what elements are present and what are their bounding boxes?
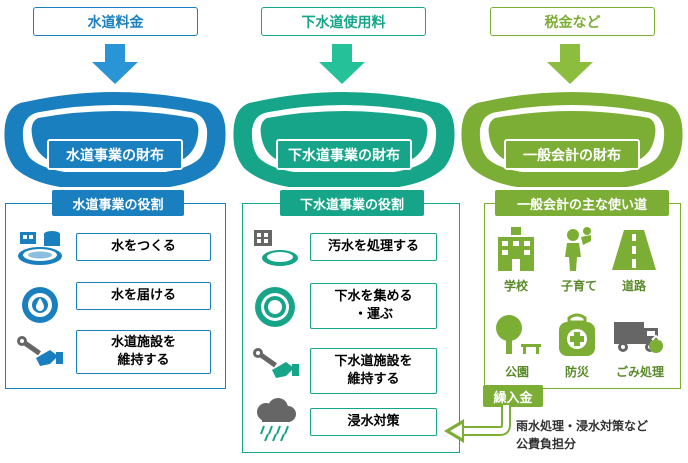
sewer-item-flood: 浸水対策 xyxy=(310,408,437,436)
school-icon xyxy=(498,227,534,271)
down-arrow-sewer xyxy=(319,44,365,84)
general-item-road: 道路 xyxy=(621,279,646,293)
general-item-childcare: 子育て xyxy=(560,279,597,293)
wallet-label-water: 水道事業の財布 xyxy=(47,139,183,170)
wallet-label-sewer: 下水道事業の財布 xyxy=(276,139,412,170)
general-role-title: 一般会計の主な使い道 xyxy=(495,190,669,216)
down-arrow-general xyxy=(547,44,593,84)
sewer-item-treat: 汚水を処理する xyxy=(310,233,437,261)
source-taxes: 税金など xyxy=(490,7,655,36)
sewer-item-collect: 下水を集める ・運ぶ xyxy=(310,283,437,329)
sewer-item-maintain: 下水道施設を 維持する xyxy=(310,348,437,394)
general-item-disaster: 防災 xyxy=(564,365,589,379)
transfer-arrow xyxy=(444,405,511,443)
source-sewer-fees: 下水道使用料 xyxy=(261,7,426,36)
down-arrow-water xyxy=(92,44,138,84)
road-icon xyxy=(612,230,656,270)
water-item-maintain: 水道施設を 維持する xyxy=(76,330,211,374)
transfer-note: 雨水処理・浸水対策など 公費負担分 xyxy=(516,419,649,451)
water-item-deliver: 水を届ける xyxy=(76,282,211,310)
sewer-role-title: 下水道事業の役割 xyxy=(280,190,424,216)
rain-cloud-icon xyxy=(257,398,296,442)
general-item-school: 学校 xyxy=(503,279,528,293)
child-care-icon xyxy=(565,227,591,271)
water-pipe-icon xyxy=(22,287,58,323)
water-item-make: 水をつくる xyxy=(76,233,211,261)
water-role-title: 水道事業の役割 xyxy=(52,190,184,216)
sewer-pipe-icon xyxy=(255,287,295,327)
general-item-park: 公園 xyxy=(504,365,529,379)
disaster-kit-icon xyxy=(559,313,595,356)
wrench-hand-icon xyxy=(253,348,299,378)
garbage-truck-icon xyxy=(614,322,663,353)
source-water-fees: 水道料金 xyxy=(33,7,198,36)
transfer-label: 繰入金 xyxy=(483,385,543,407)
treatment-plant-icon xyxy=(254,230,298,266)
wrench-hand-icon xyxy=(17,336,63,366)
water-plant-icon xyxy=(18,231,62,265)
wallet-label-general: 一般会計の財布 xyxy=(504,139,640,170)
general-item-garbage: ごみ処理 xyxy=(615,365,664,379)
park-icon xyxy=(496,315,541,354)
